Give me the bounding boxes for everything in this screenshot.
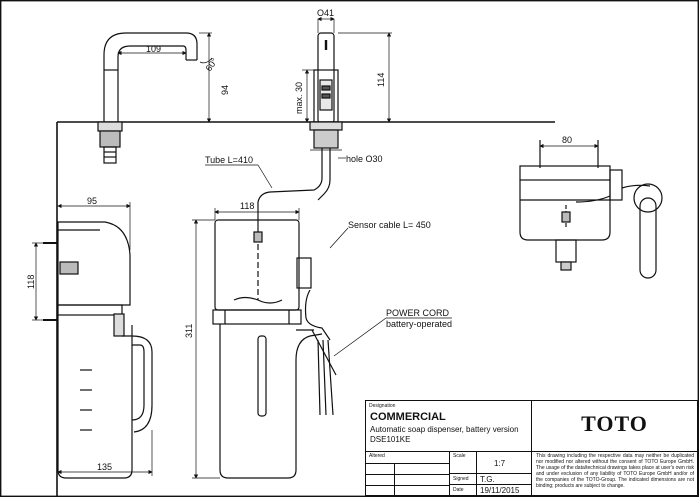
disclaimer-text: This drawing including the respective da… (536, 453, 694, 489)
dim-center-unit (192, 208, 300, 479)
dim-80-text: 80 (562, 135, 572, 145)
dim-side-unit (32, 202, 153, 476)
dim-95-text: 95 (87, 196, 97, 206)
dim-94-text: 94 (220, 85, 230, 95)
dim-118-left-text: 118 (26, 275, 36, 289)
dim-max30-text: max. 30 (294, 82, 304, 114)
scale-signed-date-cell: Scale 1:7 Signed T.G. Date 19/11/2015 (450, 452, 532, 496)
dispenser-center-view (212, 219, 337, 479)
dim-center-spout (302, 16, 392, 151)
dim-114-text: 114 (376, 73, 386, 87)
hole-label: hole O30 (346, 154, 383, 164)
dispenser-top-view (519, 140, 663, 279)
power-cord-label-2: battery-operated (386, 319, 452, 329)
dim-118-top-text: 118 (240, 201, 254, 211)
altered-label: Altered (369, 453, 385, 459)
scale-value: 1:7 (494, 459, 506, 468)
dim-311-text: 311 (184, 324, 194, 338)
description-line-1: Automatic soap dispenser, battery versio… (370, 425, 519, 434)
dim-109 (117, 32, 213, 123)
spout-front-view (257, 32, 343, 226)
scale-label: Scale (453, 453, 466, 459)
title-block: Designation COMMERCIAL Automatic soap di… (365, 400, 698, 496)
date-label: Date (453, 487, 464, 493)
dim-o41-text: O41 (317, 8, 334, 18)
description-line-2: DSE101KE (370, 435, 411, 444)
signed-value: T.G. (480, 475, 495, 484)
dim-109-text: 109 (146, 44, 161, 54)
dispenser-side-view (43, 221, 153, 479)
tube-label: Tube L=410 (205, 155, 253, 165)
date-value: 19/11/2015 (480, 486, 520, 495)
designation-label: Designation (369, 403, 396, 409)
toto-logo: TOTO (581, 411, 648, 436)
drawing-title: COMMERCIAL (370, 411, 446, 423)
signed-label: Signed (453, 476, 469, 482)
power-cord-label-1: POWER CORD (386, 308, 450, 318)
dim-135-text: 135 (97, 462, 112, 472)
altered-cell: Altered (366, 452, 450, 496)
dim-60-text: 60° (203, 56, 219, 73)
sensor-cable-label: Sensor cable L= 450 (348, 220, 431, 230)
